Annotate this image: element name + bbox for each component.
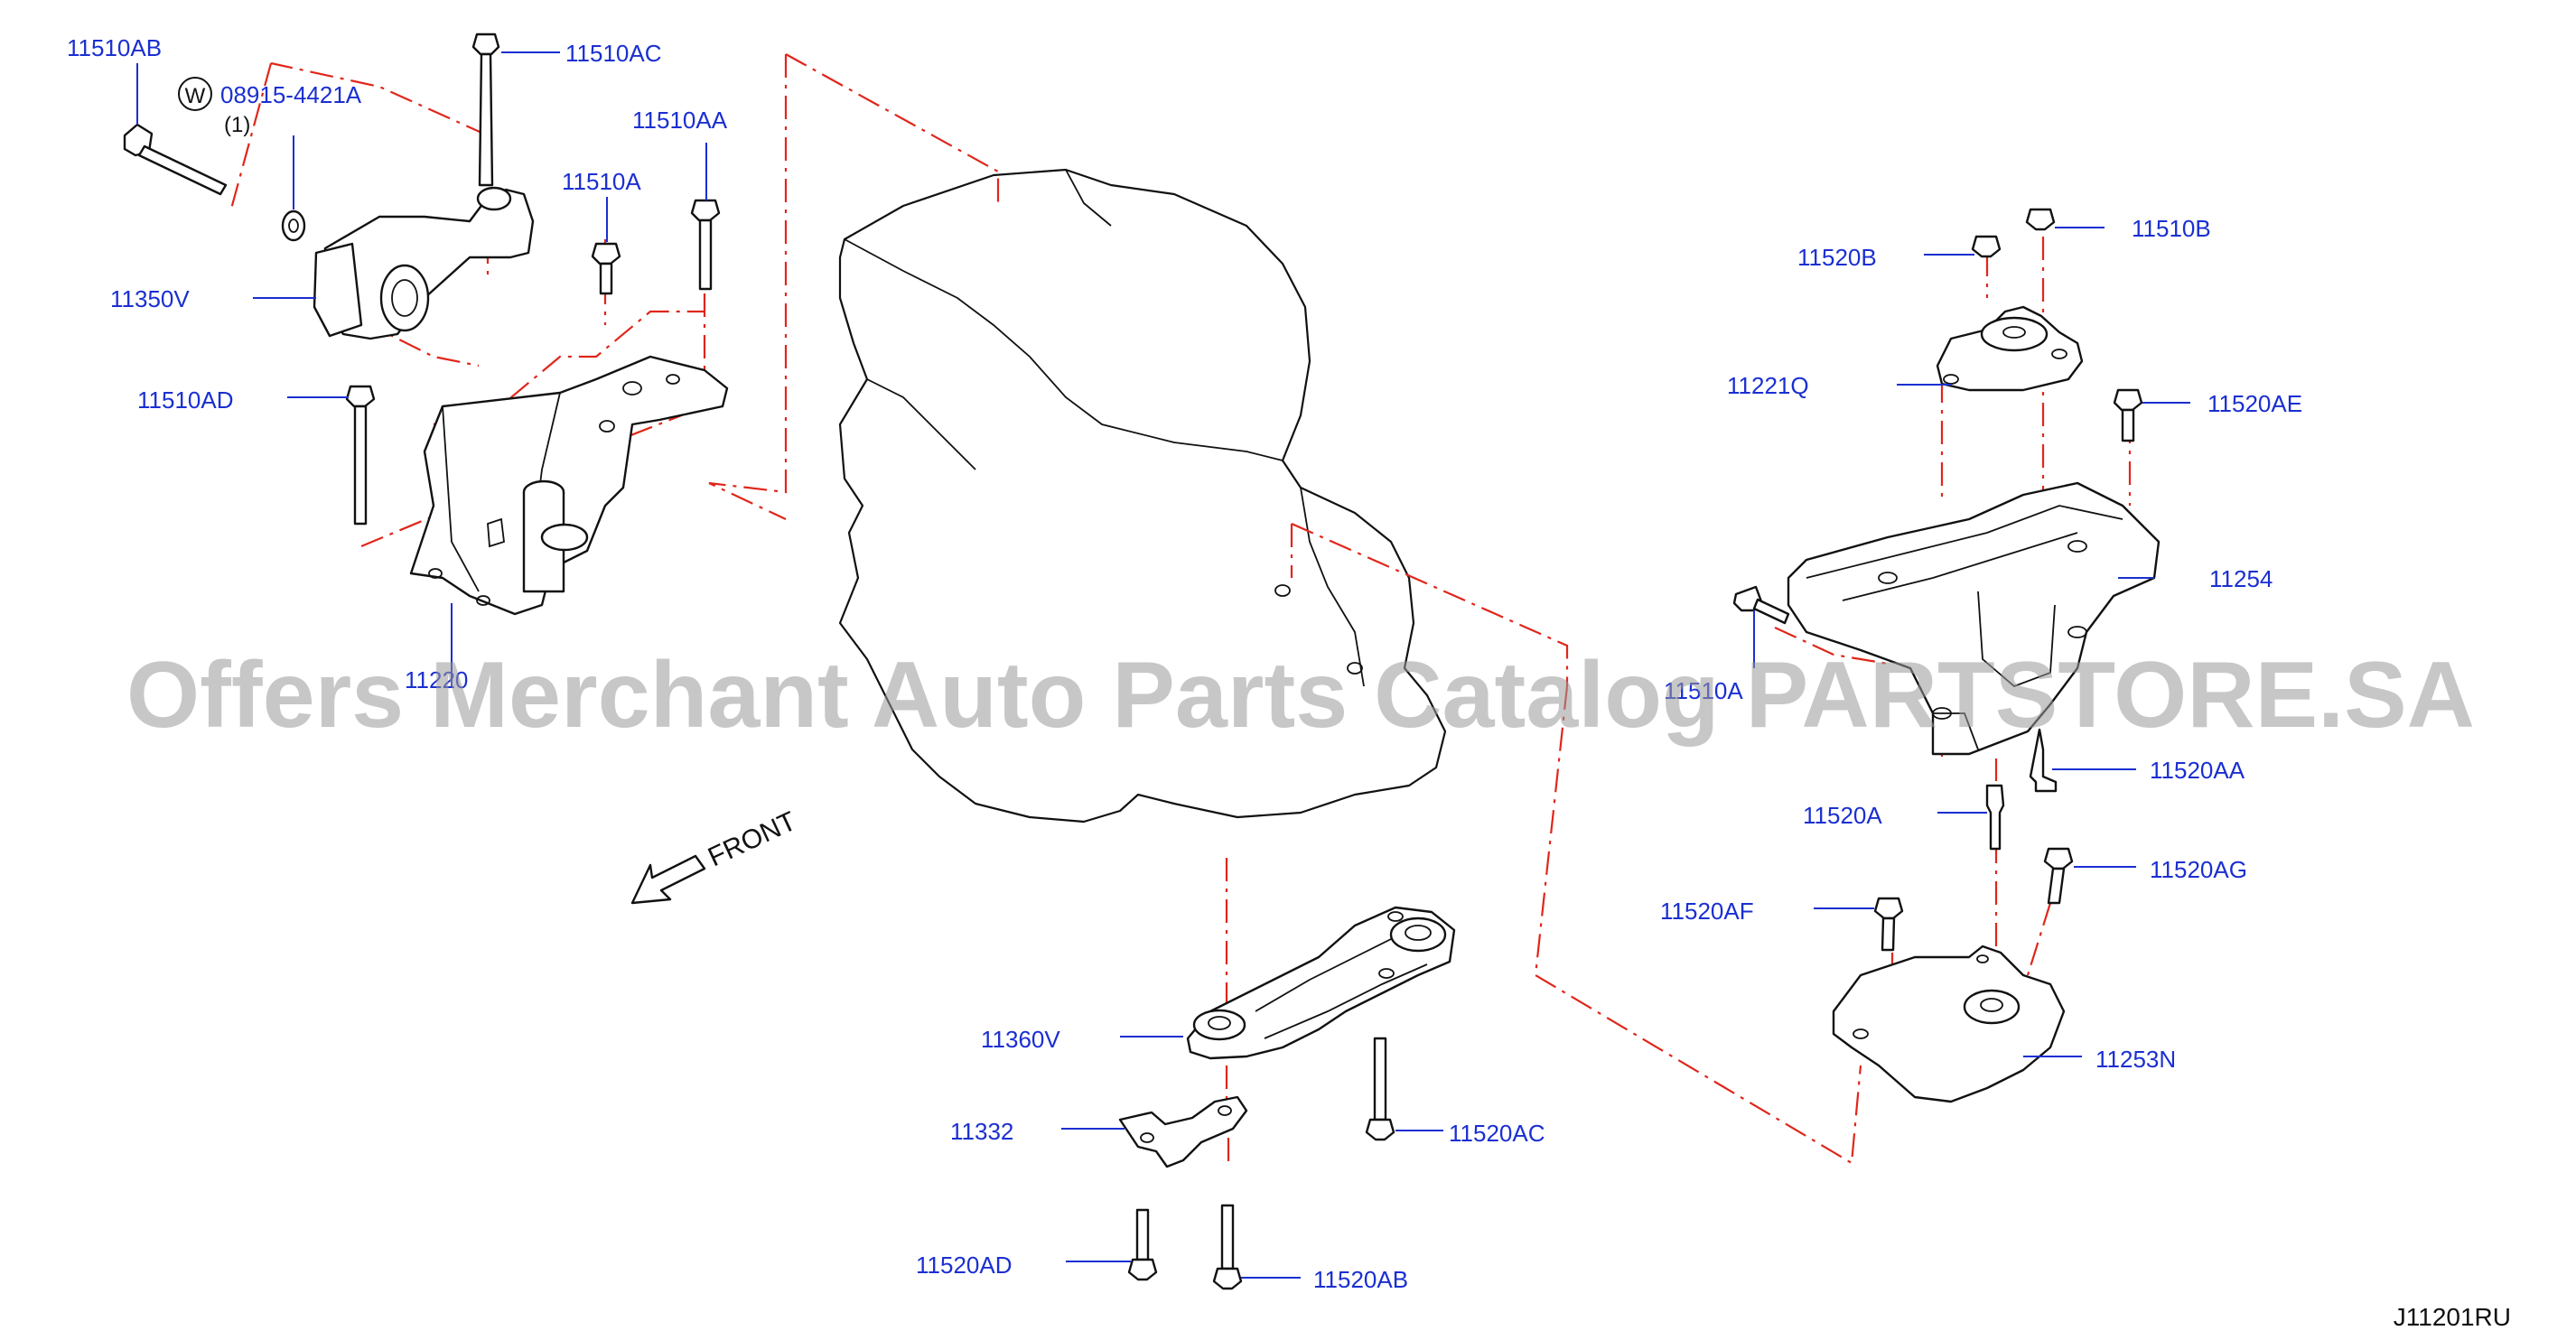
part-label-11510AC[interactable]: 11510AC: [565, 40, 662, 67]
part-label-11220[interactable]: 11220: [405, 666, 468, 693]
phantom-lines: [229, 53, 2151, 1165]
part-label-11221Q[interactable]: 11221Q: [1727, 372, 1809, 399]
washer-symbol-letter: W: [185, 84, 206, 108]
engine-block-outline: [838, 168, 1447, 824]
leader-lines: [136, 51, 2190, 1279]
part-label-11520AG[interactable]: 11520AG: [2150, 856, 2247, 883]
lower-torque-rod-assembly: [1118, 906, 1456, 1290]
part-label-11510A-left[interactable]: 11510A: [562, 168, 641, 195]
part-label-11520B[interactable]: 11520B: [1797, 244, 1877, 271]
watermark-text: Offers Merchant Auto Parts Catalog PARTS…: [126, 643, 2475, 748]
front-label: FRONT: [704, 806, 801, 873]
part-label-11520A[interactable]: 11520A: [1803, 802, 1882, 829]
part-label-11332[interactable]: 11332: [950, 1118, 1013, 1145]
part-label-11510B[interactable]: 11510B: [2132, 215, 2211, 242]
part-label-11520AF[interactable]: 11520AF: [1660, 898, 1754, 925]
part-label-11254[interactable]: 11254: [2209, 565, 2273, 592]
part-label-11510AD[interactable]: 11510AD: [137, 386, 234, 414]
right-mount-assembly: [1732, 208, 2161, 1103]
part-label-11253N[interactable]: 11253N: [2095, 1046, 2176, 1073]
part-label-11520AE[interactable]: 11520AE: [2207, 390, 2302, 417]
part-label-08915-4421A[interactable]: 08915-4421A: [220, 81, 362, 108]
part-label-11510AA[interactable]: 11510AA: [632, 107, 728, 134]
part-label-11520AA[interactable]: 11520AA: [2150, 757, 2245, 784]
front-arrow: FRONT: [630, 806, 801, 905]
part-label-11350V[interactable]: 11350V: [110, 285, 190, 312]
part-labels: 11510AB 08915-4421A 11510AC 11510AA 1151…: [67, 34, 2302, 1293]
part-label-11520AB[interactable]: 11520AB: [1313, 1266, 1408, 1293]
upper-torque-rod-assembly: [123, 33, 721, 526]
part-label-11510A-right[interactable]: 11510A: [1664, 677, 1743, 704]
washer-quantity: (1): [224, 113, 250, 137]
diagram-reference-code: J11201RU: [2394, 1303, 2511, 1331]
part-label-11520AC[interactable]: 11520AC: [1449, 1120, 1545, 1147]
engine-mount-bracket-11220: [409, 355, 729, 616]
washer-symbol: W (1): [178, 77, 250, 137]
part-label-11510AB[interactable]: 11510AB: [67, 34, 162, 61]
part-label-11520AD[interactable]: 11520AD: [916, 1252, 1013, 1279]
part-label-11360V[interactable]: 11360V: [981, 1026, 1060, 1053]
